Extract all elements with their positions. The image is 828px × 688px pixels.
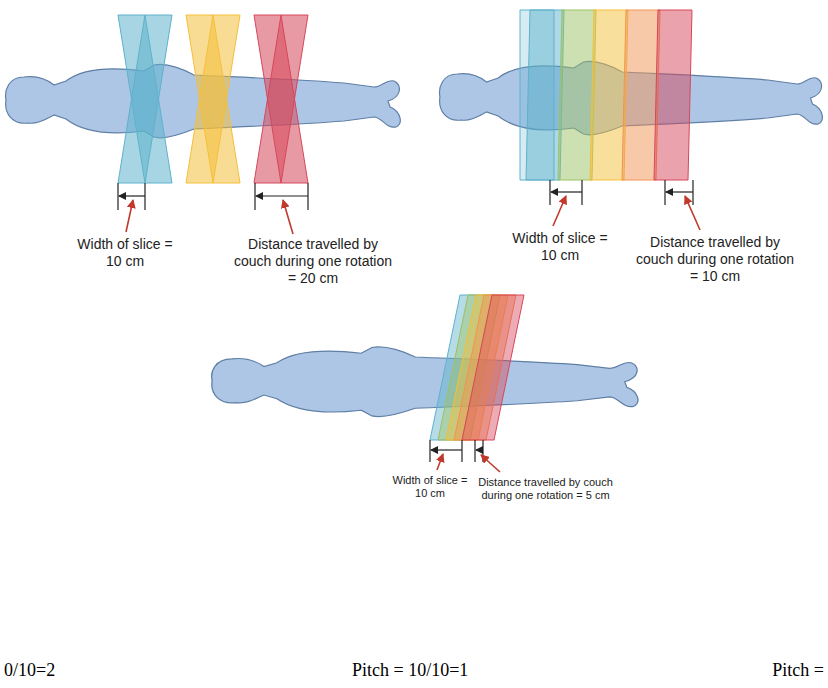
dimension-arrow [666, 191, 693, 192]
dimension-arrow [431, 449, 462, 450]
dimension-tick [461, 440, 462, 462]
scan-band [186, 15, 240, 183]
dimension-tick [549, 180, 550, 205]
scan-band [118, 15, 172, 183]
dimension-arrow [256, 195, 308, 196]
scan-band [254, 15, 308, 183]
dimension-tick [254, 183, 255, 210]
pitch-formula: Pitch = 10/10=1 [352, 660, 468, 681]
scan-band [186, 15, 240, 183]
dimension-tick [664, 180, 665, 205]
pitch-formula: Pitch = [772, 660, 824, 681]
dimension-tick [482, 440, 483, 462]
dimension-label: Distance travelled by couch during one r… [228, 236, 398, 287]
dimension-label: Width of slice = 10 cm [385, 474, 475, 501]
dimension-label: Distance travelled by couch during one r… [630, 234, 800, 285]
scan-band [462, 295, 524, 440]
dimension-tick [474, 440, 475, 462]
scan-band [654, 10, 692, 180]
leader-arrow [481, 455, 500, 472]
dimension-tick [117, 183, 118, 210]
leader-arrow [553, 196, 566, 226]
dimension-label: Width of slice = 10 cm [505, 230, 615, 264]
dimension-label: Distance travelled by couch during one r… [478, 476, 613, 503]
scan-band [254, 15, 308, 183]
leader-arrow [283, 200, 293, 234]
dimension-arrow [476, 449, 483, 450]
patient-silhouette [212, 347, 638, 417]
dimension-arrow [551, 191, 582, 192]
leader-arrow [126, 200, 133, 232]
scan-band [118, 15, 172, 183]
dimension-arrow [119, 195, 145, 196]
leader-arrow [437, 454, 443, 470]
pitch-formula: 0/10=2 [4, 660, 55, 681]
dimension-tick [429, 440, 430, 462]
dimension-label: Width of slice = 10 cm [70, 236, 180, 270]
leader-arrow [685, 196, 700, 230]
